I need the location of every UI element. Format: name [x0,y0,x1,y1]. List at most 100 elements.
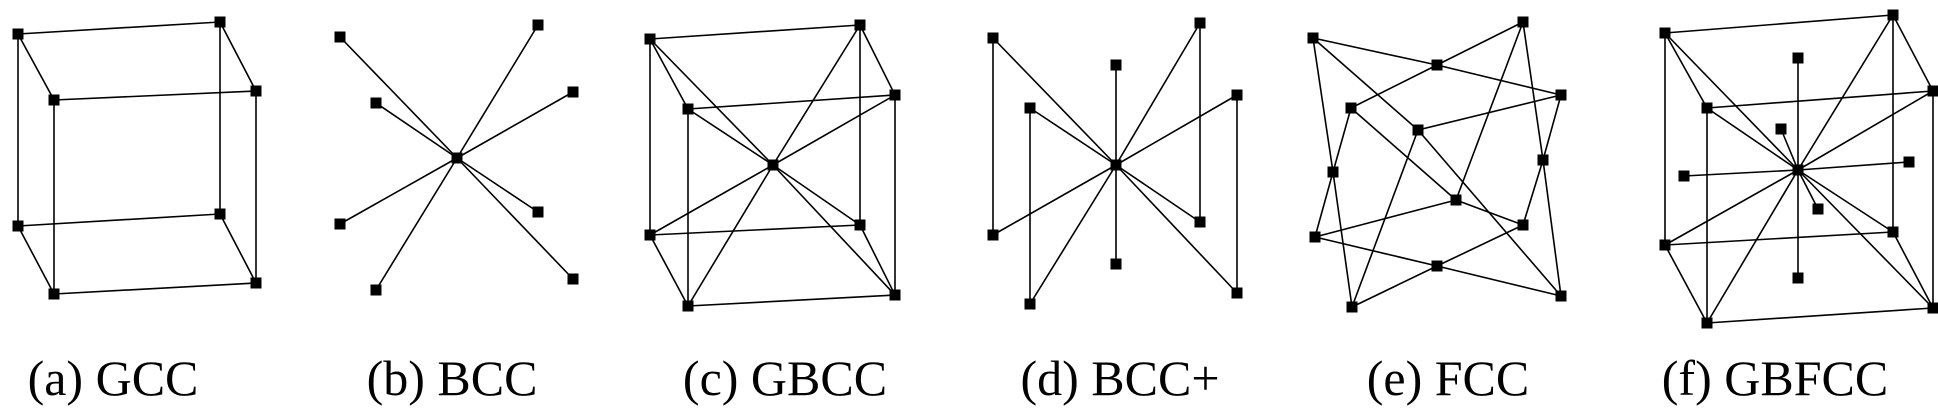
strut-edge [1706,107,1799,171]
lattice-node [12,220,24,232]
lattice-node [1517,16,1529,28]
lattice-node [1927,302,1938,314]
strut-edge [1115,164,1238,294]
strut-edge [1312,37,1334,173]
lattice-node [1701,102,1713,114]
strut-edge [339,157,458,225]
lattice-node [1307,32,1319,44]
lattice-node [1431,260,1443,272]
strut-edge [53,90,257,101]
strut-edge [1332,107,1352,173]
lattice-node [48,94,60,106]
strut-edge [772,94,896,166]
strut-edge [17,33,55,101]
lattice-node [1110,159,1122,171]
lattice-node [1792,272,1804,284]
strut-edge [1029,164,1117,305]
strut-edge [1436,265,1562,297]
lattice-node [644,33,656,45]
lattice-node [532,19,544,31]
strut-edge [1314,236,1438,267]
lattice-node [1431,59,1443,71]
lattice-node [1110,258,1122,270]
lattice-node [1903,156,1915,168]
strut-edge [992,164,1117,236]
strut-edge [17,213,221,227]
strut-edge [456,91,574,159]
lattice-node [370,97,382,109]
strut-edge [1522,21,1544,161]
strut-edge [17,225,55,295]
strut-edge [1706,169,1799,324]
lattice-node [1110,59,1122,71]
lattice-node [532,206,544,218]
lattice-node [12,28,24,40]
strut-edge [1351,129,1419,308]
strut-edge [1797,14,1894,171]
strut-edge [687,94,896,110]
strut-edge [1312,37,1419,131]
lattice-node [567,273,579,285]
strut-edge [649,224,861,236]
lattice-node [1345,102,1357,114]
lattice-node [767,159,779,171]
lattice-node [1927,85,1938,97]
lattice-node [1792,52,1804,64]
strut-edge [456,24,539,159]
lattice-node [1194,216,1206,228]
lattice-node [1327,166,1339,178]
strut-edge [1115,164,1201,223]
lattice-node [682,300,694,312]
strut-edge [1797,169,1934,309]
strut-edge [1797,161,1910,171]
lattice-node [1450,194,1462,206]
lattice-node [1537,154,1549,166]
lattice-node [370,284,382,296]
strut-edge [1350,107,1457,201]
strut-edge [649,24,861,40]
lattice-node [1517,219,1529,231]
strut-edge [859,224,896,296]
strut-edge [649,38,689,110]
lattice-node [854,219,866,231]
strut-edge [992,37,1117,166]
caption-bcc-plus: (d) BCC+ [1020,350,1219,406]
lattice-node [1555,290,1567,302]
caption-fcc: (e) FCC [1367,350,1530,406]
strut-edge [1436,64,1562,96]
strut-edge [375,157,458,291]
strut-edge [53,282,257,295]
strut-edge [1664,244,1708,324]
lattice-node [1555,89,1567,101]
lattice-node [1659,239,1671,251]
lattice-node [567,86,579,98]
lattice-node [334,218,346,230]
lattice-node [1412,124,1424,136]
strut-edge [1314,171,1334,238]
lattice-node [1024,102,1036,114]
strut-edge [1455,21,1524,201]
lattice-node [1346,301,1358,313]
strut-edge [1706,307,1934,324]
strut-edge [649,234,689,307]
strut-edge [687,108,774,166]
strut-edge [1115,22,1201,166]
panel-gcc [12,16,262,300]
lattice-node [1701,317,1713,329]
strut-edge [1455,199,1524,226]
strut-edge [456,157,539,213]
lattice-node [214,16,226,28]
lattice-node [1775,123,1787,135]
strut-edge [1332,171,1353,308]
strut-edge [687,294,896,307]
panel-fcc [1307,16,1567,313]
caption-gbfcc: (f) GBFCC [1662,350,1888,406]
strut-edge [772,24,861,166]
strut-edge [1436,21,1524,66]
strut-edge [1351,265,1438,308]
lattice-node [250,277,262,289]
strut-edge [649,164,774,236]
lattice-node [889,289,901,301]
strut-edge [456,157,574,280]
